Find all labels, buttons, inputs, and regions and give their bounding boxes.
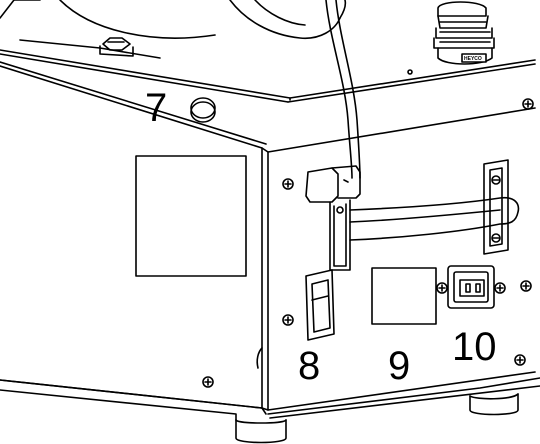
rocker-switch — [305, 269, 335, 341]
top-bolt — [99, 37, 134, 57]
cable-gland: HEYCO — [433, 1, 495, 65]
callout-10: 10 — [452, 325, 497, 369]
side-panel — [267, 107, 536, 411]
power-cable — [325, 0, 361, 179]
right-bracket — [483, 159, 509, 255]
power-inlet — [436, 265, 506, 309]
screws — [202, 98, 534, 388]
top-motor — [19, 0, 347, 59]
label-area — [371, 267, 437, 325]
front-panel — [0, 61, 269, 415]
base — [0, 377, 540, 421]
svg-text:HEYCO: HEYCO — [464, 56, 482, 62]
cable-clamp — [305, 165, 361, 271]
callout-9: 9 — [388, 344, 411, 388]
callout-8: 8 — [298, 344, 321, 388]
feet — [235, 393, 519, 444]
callout-7: 7 — [145, 86, 168, 130]
front-label-plate — [135, 155, 247, 277]
push-button — [190, 97, 216, 123]
cable-loop — [349, 196, 520, 241]
top-plate — [0, 0, 536, 103]
